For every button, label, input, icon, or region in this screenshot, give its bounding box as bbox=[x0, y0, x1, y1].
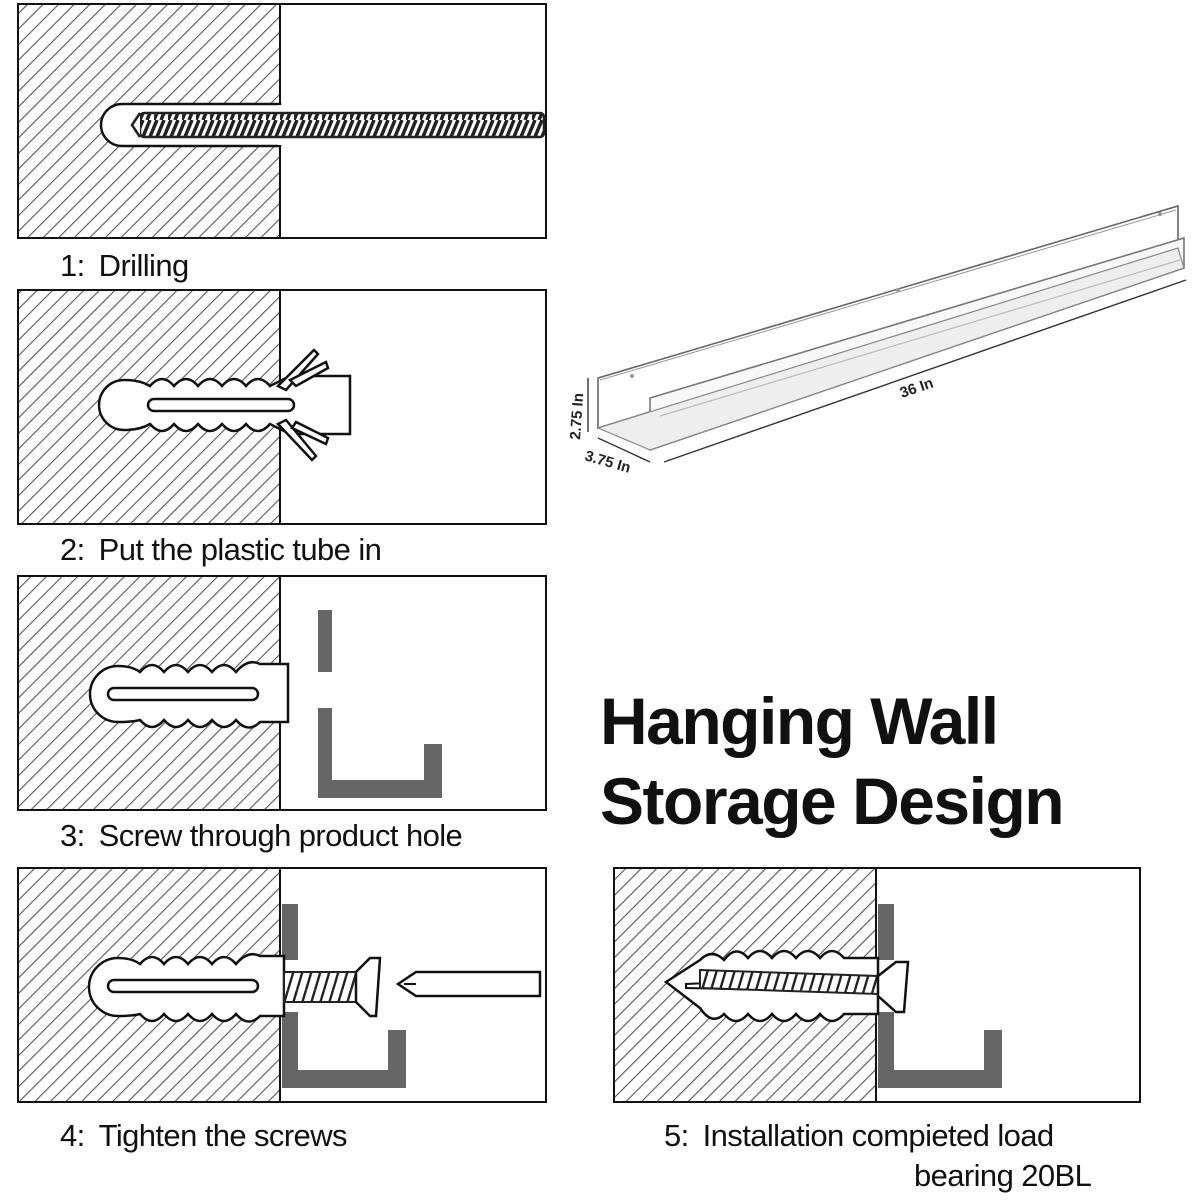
shelf-product-drawing: 2.75 In 3.75 In 36 In bbox=[567, 204, 1187, 477]
panel-tighten-screws bbox=[17, 867, 547, 1103]
headline-line-2: Storage Design bbox=[600, 764, 1063, 838]
height-dimension: 2.75 In bbox=[567, 393, 587, 441]
panel-frame bbox=[17, 289, 547, 525]
screwdriver-icon bbox=[395, 970, 542, 998]
step-2-label: 2:Put the plastic tube in bbox=[60, 532, 381, 567]
wall-anchor-icon bbox=[87, 953, 286, 1023]
depth-dimension-line bbox=[597, 437, 651, 463]
length-dimension-line bbox=[663, 279, 1187, 463]
headline-line-1: Hanging Wall bbox=[600, 684, 998, 758]
panel-drilling bbox=[17, 3, 547, 239]
step-4-label: 4:Tighten the screws bbox=[60, 1118, 347, 1153]
panel-frame bbox=[17, 3, 547, 239]
shelf-bracket bbox=[282, 904, 406, 1088]
panel-frame bbox=[17, 575, 547, 811]
screw-icon bbox=[699, 960, 910, 1014]
wall-anchor-icon bbox=[97, 348, 352, 462]
step-3-label: 3:Screw through product hole bbox=[60, 818, 462, 853]
shelf-bracket bbox=[318, 610, 442, 798]
panel-screw-through-hole bbox=[17, 575, 547, 811]
panel-frame bbox=[17, 867, 547, 1103]
panel-plastic-tube bbox=[17, 289, 547, 525]
drill-bit-icon bbox=[130, 111, 546, 139]
wall-anchor-icon bbox=[88, 661, 290, 729]
step-1-label: 1:Drilling bbox=[60, 248, 189, 283]
shelf-bracket bbox=[878, 904, 1002, 1088]
panel-installation-completed bbox=[613, 867, 1141, 1103]
step-5-label: 5:Installation compieted load bbox=[664, 1118, 1054, 1153]
depth-dimension: 3.75 In bbox=[583, 448, 633, 477]
screw-icon bbox=[283, 956, 382, 1018]
step-5-label-line2: bearing 20BL bbox=[914, 1158, 1092, 1193]
